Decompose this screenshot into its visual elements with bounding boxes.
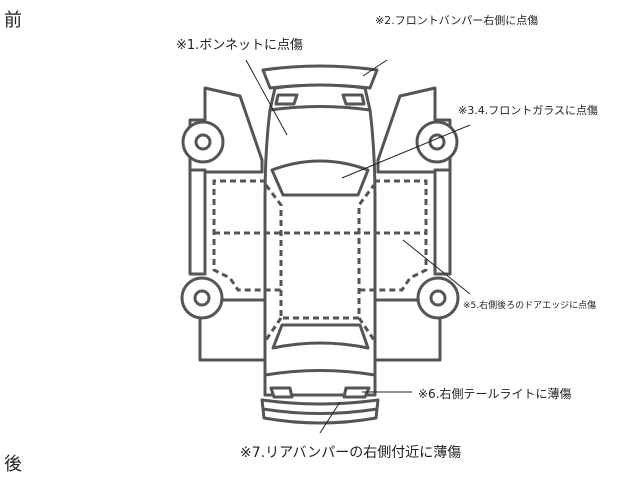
front-windshield: [270, 159, 370, 197]
rear-label: 後: [4, 454, 22, 475]
damage-label-6: ※6.右側テールライトに薄傷: [418, 387, 572, 401]
taillight-right: [342, 386, 371, 399]
tire-rear-right: [416, 276, 460, 320]
damage-label-3-4: ※3.4.フロントガラスに点傷: [458, 104, 598, 117]
damage-label-5: ※5.右側後ろのドアエッジに点傷: [463, 301, 597, 311]
rear-bumper: [260, 398, 380, 425]
tire-front-left: [181, 120, 225, 164]
damage-label-1: ※1.ボンネットに点傷: [176, 38, 304, 53]
front-bumper: [261, 64, 379, 90]
leader-line-3: [341, 124, 471, 179]
headlight-right: [341, 93, 366, 106]
leader-line-5: [402, 239, 471, 295]
damage-label-2: ※2.フロントバンパー右側に点傷: [375, 14, 539, 27]
leader-line-2: [362, 59, 388, 77]
right-side-strip: [433, 168, 452, 276]
rear-bumper-line: [262, 407, 378, 415]
roof-rear-right: [357, 317, 376, 341]
taillight-left: [269, 386, 294, 399]
left-side-strip: [188, 168, 207, 276]
leader-line-7: [319, 401, 341, 434]
hood-line: [269, 105, 371, 112]
headlight-left: [274, 93, 299, 106]
tire-rear-left: [180, 276, 224, 320]
damage-label-7: ※7.リアバンパーの右側付近に薄傷: [240, 445, 462, 461]
trunk-line: [264, 369, 376, 377]
front-label: 前: [4, 10, 22, 31]
door-outline-left: [212, 179, 281, 292]
tire-front-right: [415, 120, 459, 164]
rear-window: [271, 323, 370, 350]
roof-rear-left: [264, 317, 283, 341]
door-outline-right: [359, 179, 428, 292]
roof-outline: [264, 184, 376, 320]
leader-line-1: [245, 59, 288, 136]
